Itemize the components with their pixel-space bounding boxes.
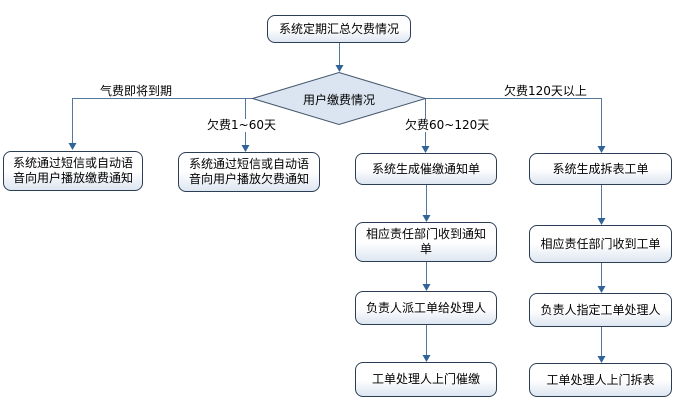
branch-label-1-60-days: 欠费1~60天 — [206, 118, 277, 132]
node-sms-arrears-notice: 系统通过短信或自动语音向用户播放欠费通知 — [178, 152, 320, 192]
line-branch-120-plus — [425, 98, 602, 146]
arrow-down-icon — [597, 286, 606, 293]
branch-label-over-120-days: 欠费120天以上 — [503, 84, 588, 98]
branch-label-60-120-days: 欠费60~120天 — [404, 118, 491, 132]
decision-diamond-shape — [250, 71, 428, 126]
node-sms-payment-notice: 系统通过短信或自动语音向用户播放缴费通知 — [3, 151, 143, 191]
node-handler-onsite-collect: 工单处理人上门催缴 — [355, 362, 497, 397]
arrow-down-icon — [597, 356, 606, 363]
node-assign-workorder-handler: 负责人派工单给处理人 — [355, 291, 497, 325]
arrow-down-icon — [597, 146, 606, 153]
node-generate-reminder-notice: 系统生成催缴通知单 — [355, 153, 497, 185]
node-dept-receives-order: 相应责任部门收到工单 — [529, 225, 672, 263]
arrow-down-icon — [422, 355, 431, 362]
decision-node-label: 用户缴费情况 — [302, 93, 375, 107]
arrow-down-icon — [421, 146, 430, 153]
arrow-down-icon — [241, 145, 250, 152]
arrow-down-icon — [68, 143, 77, 150]
arrow-down-icon — [422, 284, 431, 291]
arrow-down-icon — [335, 65, 344, 72]
node-designate-order-handler: 负责人指定工单处理人 — [529, 293, 672, 327]
branch-label-due-soon: 气费即将到期 — [99, 84, 174, 98]
line-branch-due-soon — [72, 98, 253, 143]
node-handler-onsite-remove-meter: 工单处理人上门拆表 — [529, 363, 672, 397]
node-generate-meter-removal-order: 系统生成拆表工单 — [529, 153, 672, 185]
node-dept-receives-notice: 相应责任部门收到通知单 — [355, 222, 497, 262]
arrow-down-icon — [597, 218, 606, 225]
arrow-down-icon — [422, 215, 431, 222]
start-node: 系统定期汇总欠费情况 — [267, 15, 411, 43]
arrowhead-icons — [68, 65, 606, 363]
